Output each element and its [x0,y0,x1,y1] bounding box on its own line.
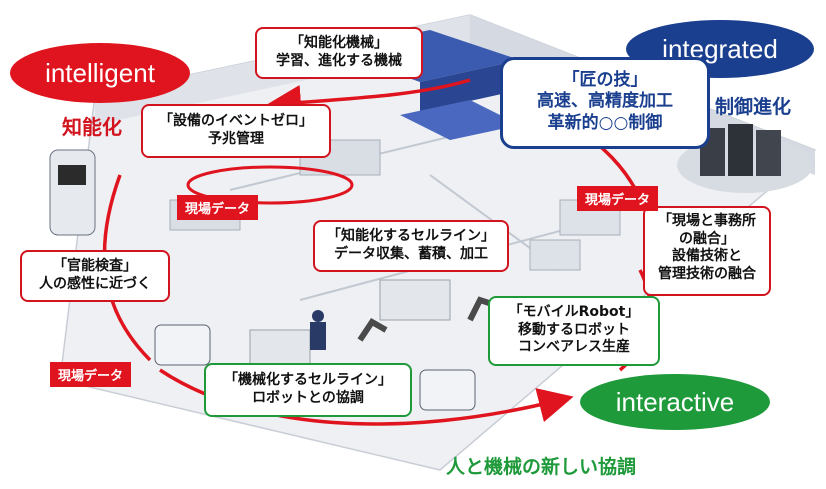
setsubi-title: 「設備のイベントゼロ」 [159,113,313,129]
mobile-robot-desc-2: コンベアレス生産 [518,339,630,355]
server-rack [756,130,781,176]
takumi-box: 「匠の技」 高速、高精度加工 革新的○○制御 [500,57,710,149]
intelligent-label: intelligent [45,57,155,88]
server-rack [728,124,753,176]
kannou-box: 「官能検査」 人の感性に近づく [20,250,170,302]
cell-line-title: 「知能化するセルライン」 [327,228,495,244]
cell-line-box: 「知能化するセルライン」 データ収集、蓄積、加工 [313,220,509,272]
mobile-robot-title: 「モバイルRobot」 [508,304,640,320]
genba-jimusho-title-1: 「現場と事務所 [658,213,756,229]
mobile-robot [154,324,211,366]
takumi-title: 「匠の技」 [562,70,648,90]
setsubi-desc: 予兆管理 [208,130,264,147]
mobile-robot-box: 「モバイルRobot」 移動するロボット コンベアレス生産 [488,296,660,366]
kikaika-desc: ロボットとの協調 [252,389,364,406]
chinou-kikai-title: 「知能化機械」 [290,35,388,51]
kikaika-box: 「機械化するセルライン」 ロボットとの協調 [204,363,412,417]
integrated-oval: integrated [626,20,814,78]
setsubi-box: 「設備のイベントゼロ」 予兆管理 [141,104,331,158]
cycle-arrow [159,368,574,426]
interactive-oval: interactive [580,374,770,430]
mobile-robot-desc-1: 移動するロボット [518,321,630,338]
interactive-label: interactive [615,386,735,417]
cycle-arrow [266,78,471,120]
desk-shape [529,239,581,271]
genba-data-tag: 現場データ [177,195,259,220]
shelf-shape [249,329,311,366]
interactive-heading: 人と機械の新しい協調 [446,456,637,478]
tall-robot-panel [58,165,86,185]
kannou-title: 「官能検査」 [53,258,137,274]
chinou-kikai-desc: 学習、進化する機械 [276,52,402,69]
intelligent-heading: 知能化 [62,115,122,139]
machine-shape [420,60,520,112]
genba-jimusho-desc-2: 管理技術の融合 [658,265,756,282]
genba-data-tag: 現場データ [577,186,659,211]
robot-arm [357,318,388,342]
inner-cycle-arrow [186,165,354,205]
intelligent-oval: intelligent [10,43,190,103]
shelf-shape [379,279,451,321]
cell-line-desc: データ収集、蓄積、加工 [334,245,488,262]
genba-jimusho-box: 「現場と事務所 の融合」 設備技術と 管理技術の融合 [643,206,771,296]
worker-head [312,310,324,322]
tall-robot [49,149,96,236]
takumi-desc-1: 高速、高精度加工 [537,91,673,112]
machine-shape [400,100,520,140]
kikaika-title: 「機械化するセルライン」 [224,372,392,388]
chinou-kikai-box: 「知能化機械」 学習、進化する機械 [255,27,423,79]
genba-data-tag: 現場データ [50,362,132,387]
genba-jimusho-title-2: の融合」 [679,230,735,247]
takumi-desc-2: 革新的○○制御 [547,112,663,133]
worker-body [310,322,326,350]
integrated-heading: 制御進化 [715,96,792,118]
genba-jimusho-desc-1: 設備技術と [672,248,742,264]
mobile-robot [419,369,476,411]
kannou-desc: 人の感性に近づく [39,275,151,292]
